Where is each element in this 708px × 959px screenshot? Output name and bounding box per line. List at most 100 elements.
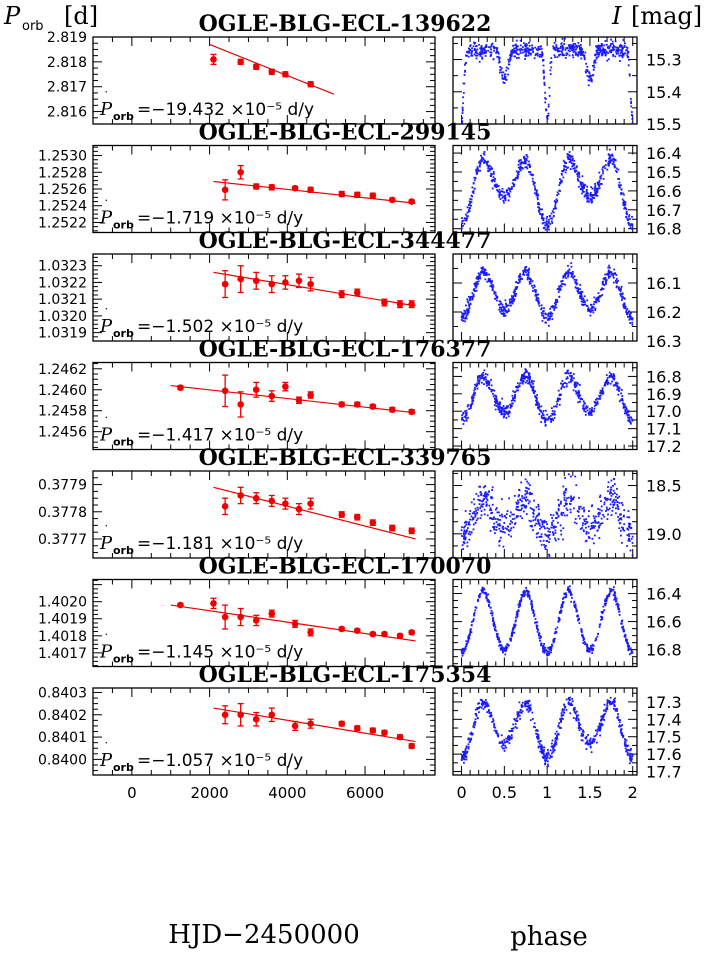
- lightcurve-point: [616, 504, 619, 506]
- lightcurve-point: [541, 51, 543, 54]
- lightcurve-point: [611, 509, 614, 512]
- lightcurve-point: [467, 636, 470, 639]
- lightcurve-point: [462, 411, 465, 414]
- lightcurve-point: [631, 118, 634, 120]
- lightcurve-point: [615, 603, 618, 606]
- lightcurve-point: [502, 525, 504, 528]
- lightcurve-point: [487, 165, 490, 168]
- lightcurve-point: [499, 300, 502, 303]
- lightcurve-point: [601, 54, 603, 57]
- lightcurve-point: [467, 301, 470, 304]
- lightcurve-point: [505, 410, 508, 413]
- lightcurve-point: [545, 418, 548, 421]
- lightcurve-point: [490, 496, 492, 498]
- lightcurve-point: [476, 48, 479, 51]
- lightcurve-point: [563, 490, 566, 493]
- period-point: [388, 406, 396, 413]
- lightcurve-point: [487, 160, 489, 163]
- lightcurve-point: [490, 384, 493, 387]
- lightcurve-point: [608, 47, 611, 50]
- lightcurve-point: [514, 397, 516, 400]
- lightcurve-point: [469, 45, 472, 48]
- lightcurve-point: [492, 176, 495, 179]
- lightcurve-point: [483, 161, 485, 164]
- lightcurve-point: [628, 418, 631, 421]
- lightcurve-point: [495, 526, 498, 529]
- period-point: [295, 277, 303, 285]
- period-point: [252, 494, 260, 502]
- lightcurve-point: [525, 47, 528, 50]
- lightcurve-point: [587, 307, 590, 310]
- lightcurve-point: [582, 404, 585, 407]
- lightcurve-point: [565, 382, 568, 385]
- lightcurve-point: [486, 163, 488, 165]
- lightcurve-point: [506, 406, 509, 409]
- lightcurve-point: [499, 519, 502, 521]
- lightcurve-point: [529, 49, 532, 51]
- lightcurve-point: [623, 529, 626, 532]
- lightcurve-point: [505, 649, 508, 652]
- lightcurve-point: [529, 282, 532, 285]
- lightcurve-point: [631, 323, 634, 326]
- lightcurve-point: [606, 273, 608, 276]
- lightcurve-point: [534, 524, 536, 527]
- lightcurve-point: [608, 161, 611, 164]
- lightcurve-point: [525, 369, 527, 372]
- lightcurve-point: [584, 413, 587, 416]
- lightcurve-point: [625, 210, 628, 213]
- lightcurve-point: [613, 268, 616, 271]
- lightcurve-point: [570, 600, 573, 603]
- lightcurve-point: [607, 508, 610, 511]
- lightcurve-point: [485, 46, 487, 48]
- lightcurve-point: [576, 173, 579, 176]
- lightcurve-point: [478, 60, 481, 63]
- lightcurve-point: [566, 588, 569, 590]
- lightcurve-point: [541, 53, 544, 55]
- lightcurve-point: [593, 517, 596, 520]
- lightcurve-point: [479, 273, 482, 276]
- lightcurve-point: [581, 303, 583, 306]
- lightcurve-point: [588, 649, 590, 652]
- lightcurve-point: [521, 376, 524, 378]
- lightcurve-point: [628, 535, 631, 538]
- lightcurve-point: [575, 607, 577, 610]
- lightcurve-point: [499, 410, 502, 413]
- lightcurve-point: [613, 483, 616, 486]
- lightcurve-point: [523, 372, 526, 374]
- lightcurve-point: [598, 394, 601, 397]
- lightcurve-point: [604, 498, 607, 501]
- lightcurve-point: [552, 514, 555, 517]
- lightcurve-point: [535, 403, 537, 406]
- lightcurve-point: [514, 620, 517, 623]
- lightcurve-point: [463, 536, 465, 538]
- period-point: [268, 392, 276, 400]
- lightcurve-point: [465, 531, 468, 533]
- lightcurve-point: [525, 159, 528, 162]
- lightcurve-point: [512, 50, 515, 53]
- lightcurve-point: [486, 373, 489, 376]
- lightcurve-points: [460, 585, 634, 657]
- lightcurve-point: [513, 623, 516, 626]
- lightcurve-point: [582, 183, 585, 186]
- lightcurve-point: [517, 56, 520, 59]
- lightcurve-point: [553, 308, 556, 311]
- lightcurve-point: [605, 499, 608, 502]
- lightcurve-point: [471, 297, 474, 300]
- lightcurve-point: [608, 376, 611, 378]
- lightcurve-point: [530, 520, 532, 523]
- lightcurve-frame: [452, 361, 638, 451]
- lightcurve-point: [506, 310, 508, 313]
- lightcurve-point: [630, 652, 633, 655]
- lightcurve-point: [627, 50, 629, 53]
- lightcurve-point: [620, 192, 623, 195]
- lightcurve-point: [524, 44, 527, 46]
- lightcurve-point: [511, 299, 514, 302]
- lightcurve-point: [562, 602, 564, 605]
- lightcurve-point: [538, 304, 541, 307]
- lightcurve-point: [514, 290, 516, 293]
- lightcurve-point: [490, 48, 493, 51]
- lightcurve-point: [477, 495, 480, 497]
- lightcurve-point: [529, 165, 531, 168]
- lightcurve-point: [561, 53, 564, 56]
- lightcurve-point: [557, 503, 560, 506]
